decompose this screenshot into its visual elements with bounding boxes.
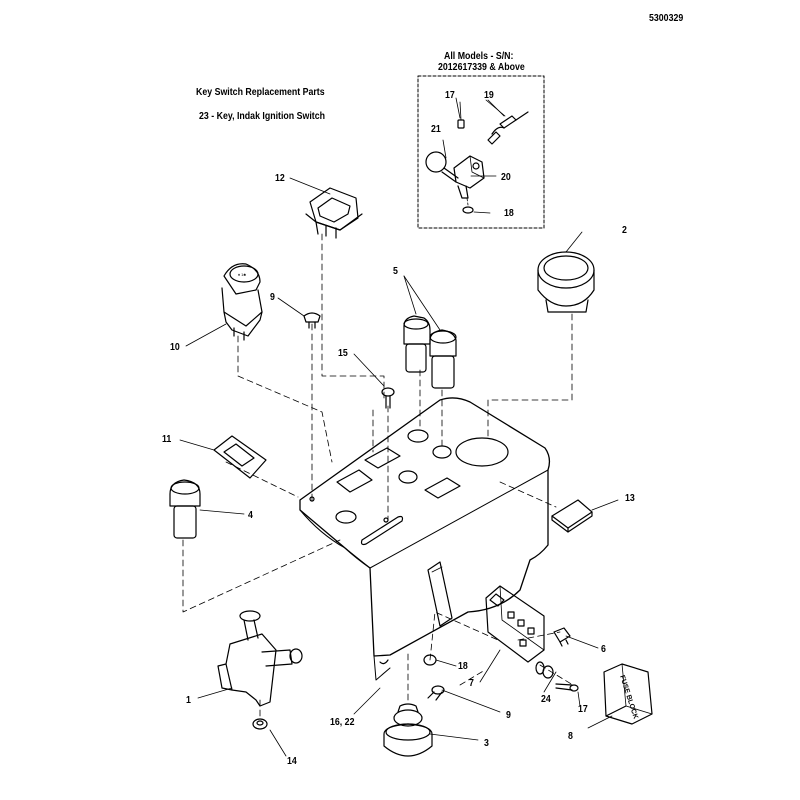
callout-21: 21: [431, 124, 441, 135]
part-4-button: [169, 479, 201, 539]
part-5-buttons: [403, 315, 457, 389]
callout-9-upper: 9: [270, 292, 275, 303]
part-3-ignition: [383, 703, 433, 757]
callout-5: 5: [393, 266, 398, 277]
callout-19: 19: [484, 90, 494, 101]
callout-2: 2: [622, 225, 627, 236]
part-13-cover: [551, 499, 593, 533]
inset-box: [417, 75, 545, 229]
callout-15: 15: [338, 348, 348, 359]
leader-lines: [179, 97, 619, 757]
callout-16-22: 16, 22: [330, 717, 355, 728]
header-title: Key Switch Replacement Parts: [196, 87, 325, 98]
part-6-fuse: [553, 627, 571, 647]
callout-17-inset: 17: [445, 90, 455, 101]
callout-10: 10: [170, 342, 180, 353]
callout-6: 6: [601, 644, 606, 655]
header-subtitle: 23 - Key, Indak Ignition Switch: [199, 111, 325, 122]
callout-1: 1: [186, 695, 191, 706]
dash-panel: [299, 397, 551, 681]
callout-13: 13: [625, 493, 635, 504]
callout-12: 12: [275, 173, 285, 184]
part-2-hourmeter: [537, 251, 595, 313]
callout-18-inset: 18: [504, 208, 514, 219]
part-17-bolt: [555, 683, 579, 692]
callout-4: 4: [248, 510, 253, 521]
part-14-nut: [252, 718, 268, 730]
callout-20: 20: [501, 172, 511, 183]
part-1-lever: [217, 610, 303, 707]
part-9-screw: [303, 312, 321, 329]
part-9-screw-lower: [427, 685, 445, 701]
part-10-pto-switch: ♦ 1♣: [221, 263, 263, 341]
inset-title-line1: All Models - S/N:: [444, 51, 514, 62]
inset-ignition-switch-illustration: [425, 99, 529, 214]
part-7-fuse-holder: [485, 585, 545, 663]
callout-24: 24: [541, 694, 551, 705]
part-24-washer: [535, 661, 554, 679]
inset-title-line2: 2012617339 & Above: [438, 62, 525, 73]
callout-17: 17: [578, 704, 588, 715]
part-8-fuse-block: [603, 663, 653, 725]
part-number: 5300329: [649, 13, 684, 24]
assembly-lines: [182, 233, 574, 721]
part-15-pin: [381, 387, 395, 409]
callout-9-lower: 9: [506, 710, 511, 721]
fuse-block-label: FUSE BLOCK: [618, 674, 639, 719]
part-11-plate: [213, 435, 267, 479]
part-12-switch: [305, 187, 363, 239]
callout-8: 8: [568, 731, 573, 742]
callout-3: 3: [484, 738, 489, 749]
callout-7: 7: [469, 678, 474, 689]
callout-11: 11: [162, 434, 172, 445]
callout-14: 14: [287, 756, 297, 767]
callout-18: 18: [458, 661, 468, 672]
svg-text:♦ 1♣: ♦ 1♣: [238, 272, 246, 277]
